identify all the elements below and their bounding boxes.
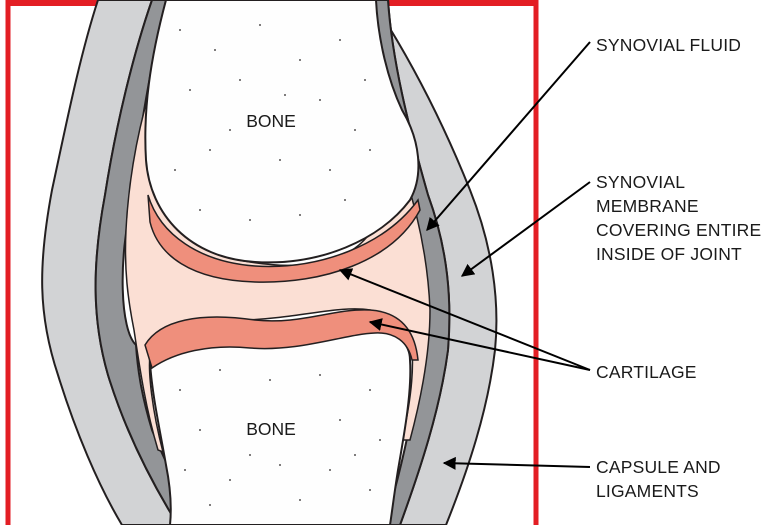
upper-bone-label: BONE: [211, 111, 331, 132]
label-synovial-fluid: SYNOVIAL FLUID: [596, 33, 741, 57]
label-cartilage: CARTILAGE: [596, 360, 697, 384]
label-line: COVERING ENTIRE: [596, 218, 761, 242]
label-line: LIGAMENTS: [596, 479, 721, 503]
label-line: SYNOVIAL FLUID: [596, 33, 741, 57]
label-line: SYNOVIAL: [596, 170, 761, 194]
label-line: CARTILAGE: [596, 360, 697, 384]
lower-bone-label: BONE: [211, 419, 331, 440]
label-line: MEMBRANE: [596, 194, 761, 218]
label-synovial-membrane: SYNOVIAL MEMBRANE COVERING ENTIRE INSIDE…: [596, 170, 761, 266]
label-capsule-ligaments: CAPSULE AND LIGAMENTS: [596, 455, 721, 503]
label-line: CAPSULE AND: [596, 455, 721, 479]
label-line: INSIDE OF JOINT: [596, 242, 761, 266]
